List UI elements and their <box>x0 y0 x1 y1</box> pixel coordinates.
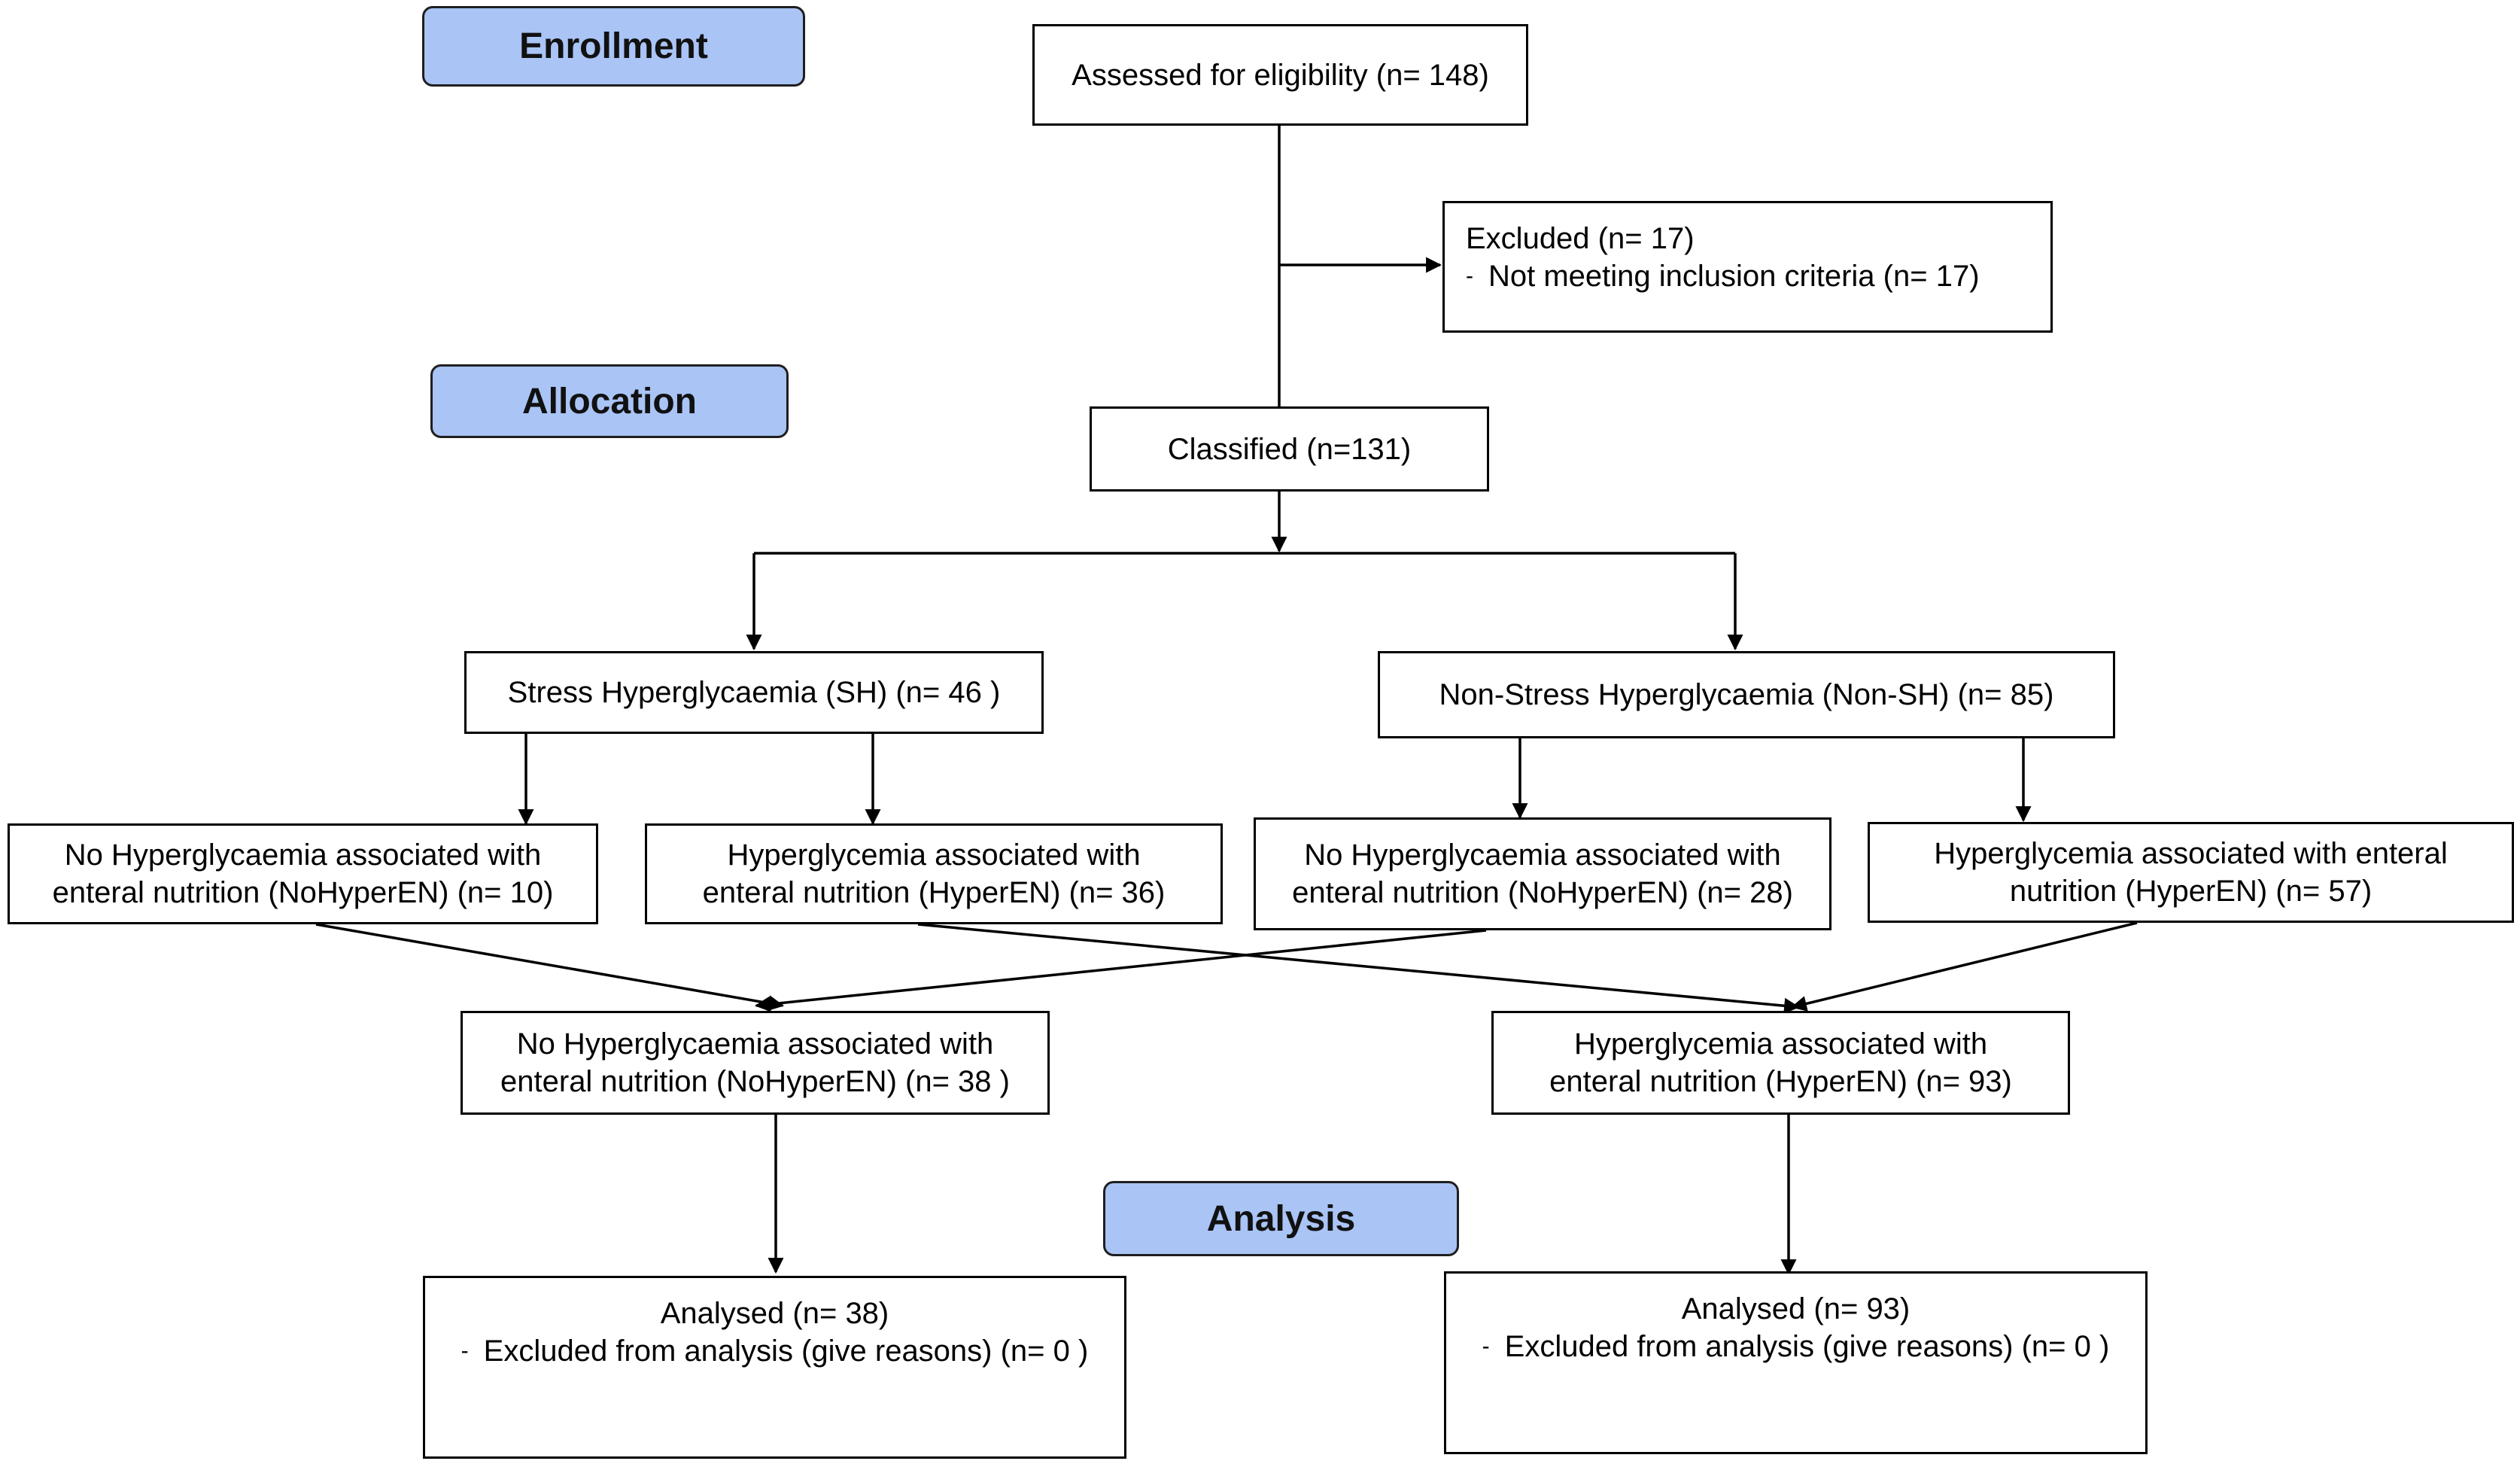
phase-enrollment-label: Enrollment <box>519 26 708 66</box>
sh-box: Stress Hyperglycaemia (SH) (n= 46 ) <box>464 651 1044 734</box>
assessed-text: Assessed for eligibility (n= 148) <box>1072 58 1489 92</box>
bullet-marker: - <box>1466 263 1473 288</box>
bullet-marker: - <box>461 1338 469 1363</box>
total-hyperen-line1: Hyperglycemia associated with <box>1573 1027 1988 1061</box>
excluded-reason: Not meeting inclusion criteria (n= 17) <box>1488 260 1980 293</box>
connector-merge-1 <box>315 923 785 1012</box>
nonsh-text: Non-Stress Hyperglycaemia (Non-SH) (n= 8… <box>1439 678 2054 711</box>
classified-text: Classified (n=131) <box>1167 432 1412 466</box>
phase-allocation-label: Allocation <box>521 381 697 422</box>
nonsh-nohyperen-box: No Hyperglycaemia associated with entera… <box>1254 817 1831 930</box>
excluded-box: Excluded (n= 17) -Not meeting inclusion … <box>1442 201 2053 333</box>
nonsh-hyperen-box: Hyperglycemia associated with enteral nu… <box>1868 822 2514 923</box>
connector-merge-2 <box>754 929 1487 1012</box>
analysed-left-box: Analysed (n= 38) -Excluded from analysis… <box>423 1276 1126 1459</box>
analysed-right-box: Analysed (n= 93) -Excluded from analysis… <box>1444 1271 2148 1454</box>
classified-box: Classified (n=131) <box>1090 406 1489 492</box>
total-nohyperen-line1: No Hyperglycaemia associated with <box>516 1027 994 1061</box>
sh-nohyperen-line2: enteral nutrition (NoHyperEN) (n= 10) <box>52 876 554 909</box>
sh-hyperen-line2: enteral nutrition (HyperEN) (n= 36) <box>702 876 1166 909</box>
total-nohyperen-box: No Hyperglycaemia associated with entera… <box>461 1011 1050 1115</box>
assessed-box: Assessed for eligibility (n= 148) <box>1032 24 1528 126</box>
analysed-right-excluded: Excluded from analysis (give reasons) (n… <box>1504 1330 2110 1363</box>
analysed-right-excluded-row: -Excluded from analysis (give reasons) (… <box>1446 1328 2145 1365</box>
total-hyperen-box: Hyperglycemia associated with enteral nu… <box>1491 1011 2070 1115</box>
phase-enrollment: Enrollment <box>422 6 805 87</box>
nonsh-box: Non-Stress Hyperglycaemia (Non-SH) (n= 8… <box>1378 651 2115 738</box>
sh-nohyperen-box: No Hyperglycaemia associated with entera… <box>8 823 598 924</box>
phase-allocation: Allocation <box>430 364 789 438</box>
phase-analysis: Analysis <box>1103 1181 1459 1256</box>
phase-analysis-label: Analysis <box>1206 1198 1356 1239</box>
analysed-left-excluded: Excluded from analysis (give reasons) (n… <box>483 1335 1089 1368</box>
analysed-left-title: Analysed (n= 38) <box>660 1297 889 1330</box>
analysed-left-excluded-row: -Excluded from analysis (give reasons) (… <box>425 1332 1124 1370</box>
total-hyperen-line2: enteral nutrition (HyperEN) (n= 93) <box>1549 1065 2012 1098</box>
nonsh-nohyperen-line1: No Hyperglycaemia associated with <box>1304 839 1781 872</box>
sh-hyperen-line1: Hyperglycemia associated with <box>727 839 1141 872</box>
excluded-reason-row: -Not meeting inclusion criteria (n= 17) <box>1466 257 2029 295</box>
analysed-right-title: Analysed (n= 93) <box>1681 1292 1911 1325</box>
total-nohyperen-line2: enteral nutrition (NoHyperEN) (n= 38 ) <box>500 1065 1010 1098</box>
nonsh-hyperen-line2: nutrition (HyperEN) (n= 57) <box>2009 875 2373 908</box>
connector-merge-4 <box>1790 921 2138 1012</box>
sh-hyperen-box: Hyperglycemia associated with enteral nu… <box>645 823 1223 924</box>
excluded-title: Excluded (n= 17) <box>1466 222 1695 255</box>
sh-text: Stress Hyperglycaemia (SH) (n= 46 ) <box>507 676 1001 709</box>
nonsh-hyperen-line1: Hyperglycemia associated with enteral <box>1934 837 2448 870</box>
connector-merge-3 <box>917 923 1801 1014</box>
bullet-marker: - <box>1482 1334 1490 1359</box>
sh-nohyperen-line1: No Hyperglycaemia associated with <box>64 839 542 872</box>
nonsh-nohyperen-line2: enteral nutrition (NoHyperEN) (n= 28) <box>1292 876 1793 909</box>
